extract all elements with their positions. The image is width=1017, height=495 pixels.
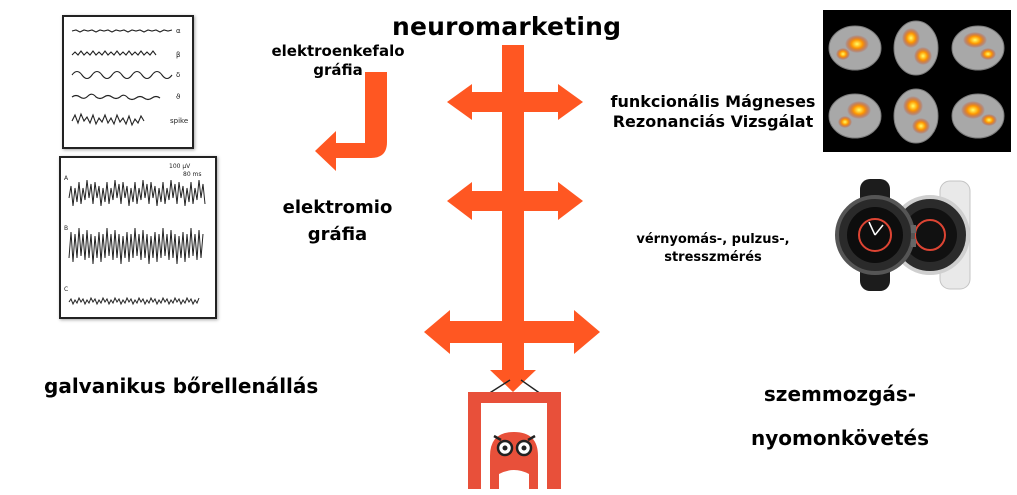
smartwatch-image	[835, 175, 1000, 295]
eeg-waveform-svg: α β δ ϑ spike	[71, 27, 188, 127]
eye-label-line2: nyomonkövetés	[751, 426, 929, 450]
branch-1-left-arrowhead	[447, 84, 472, 120]
branch-3-right-arrowhead	[574, 310, 600, 354]
fmri-label-line2: Rezonanciás Vizsgálat	[612, 112, 814, 131]
eeg-label: elektroenkefalo gráfia	[258, 42, 418, 80]
eeg-label-line1: elektroenkefalo	[271, 42, 405, 60]
blood-pressure-label: vérnyomás-, pulzus-, stresszmérés	[618, 231, 808, 267]
emg-row-label-c: C	[64, 286, 68, 293]
eeg-curved-arrow	[315, 72, 387, 171]
eye-tracking-label: szemmozgás- nyomonkövetés	[725, 372, 955, 460]
eeg-trace-label-delta: δ	[176, 71, 180, 79]
eeg-waveform-image: α β δ ϑ spike	[62, 15, 194, 149]
trunk-down-arrowhead	[490, 370, 536, 392]
brain-scan-svg	[828, 20, 1005, 144]
eeg-trace-label-spike: spike	[170, 117, 188, 125]
emg-row-label-a: A	[64, 175, 69, 182]
emg-label-line2: gráfia	[307, 224, 368, 245]
owl-logo-icon	[468, 376, 563, 495]
fmri-label: funkcionális Mágneses Rezonanciás Vizsgá…	[604, 92, 822, 132]
brain-scan-image	[823, 10, 1011, 152]
emg-waveform-svg: 100 μV 80 ms A B C	[64, 163, 206, 306]
emg-waveform-image: 100 μV 80 ms A B C	[59, 156, 217, 319]
diagram-title: neuromarketing	[392, 12, 622, 41]
branch-2-right-arrowhead	[558, 182, 583, 220]
branch-2-bar	[470, 191, 560, 211]
branch-1-bar	[470, 92, 560, 112]
arrow-shapes	[315, 45, 600, 392]
emg-row-label-b: B	[64, 225, 68, 232]
eeg-trace-label-theta: ϑ	[176, 93, 180, 101]
emg-label-line1: elektromio	[282, 197, 393, 218]
emg-scale-amplitude: 100 μV	[169, 163, 191, 170]
branch-1-right-arrowhead	[558, 84, 583, 120]
eeg-trace-label-alpha: α	[176, 27, 181, 35]
gsr-label: galvanikus bőrellenállás	[44, 374, 319, 398]
eeg-trace-label-beta: β	[176, 51, 180, 59]
eye-label-line1: szemmozgás-	[763, 382, 917, 406]
owl-logo-svg	[468, 379, 561, 489]
brain-dorsal-top	[893, 20, 939, 76]
branch-3-left-arrowhead	[424, 310, 450, 354]
bp-label-line1: vérnyomás-, pulzus-,	[636, 232, 790, 247]
smartwatch-svg	[835, 179, 971, 291]
branch-2-left-arrowhead	[447, 182, 472, 220]
fmri-label-line1: funkcionális Mágneses	[610, 92, 816, 111]
emg-scale-time: 80 ms	[183, 171, 202, 178]
emg-label: elektromio gráfia	[270, 194, 405, 248]
bp-label-line2: stresszmérés	[664, 250, 762, 265]
branch-3-bar	[448, 321, 578, 343]
eeg-label-line2: gráfia	[313, 61, 363, 79]
